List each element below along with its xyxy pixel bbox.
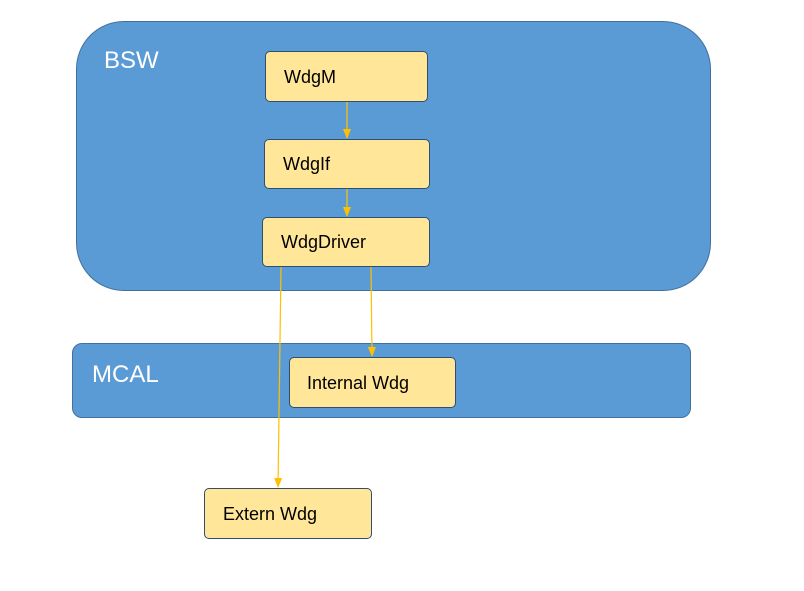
wdgm-module: WdgM	[265, 51, 428, 102]
wdgif-module: WdgIf	[264, 139, 430, 189]
wdgdriver-module: WdgDriver	[262, 217, 430, 267]
wdgdriver-module-label: WdgDriver	[281, 232, 367, 252]
wdgif-module-label: WdgIf	[283, 154, 331, 174]
internal-wdg-module: Internal Wdg	[289, 357, 456, 408]
extern-wdg-module: Extern Wdg	[204, 488, 372, 539]
internal-wdg-module-label: Internal Wdg	[307, 372, 410, 393]
arrow-wdgdriver-to-extern-wdg	[274, 266, 283, 488]
extern-wdg-module-label: Extern Wdg	[223, 503, 318, 524]
mcal-layer-label: MCAL	[92, 361, 159, 388]
arrow-wdgdriver-to-internal-wdg	[367, 266, 376, 357]
wdgm-module-label: WdgM	[284, 66, 337, 87]
bsw-layer-label: BSW	[104, 47, 159, 74]
